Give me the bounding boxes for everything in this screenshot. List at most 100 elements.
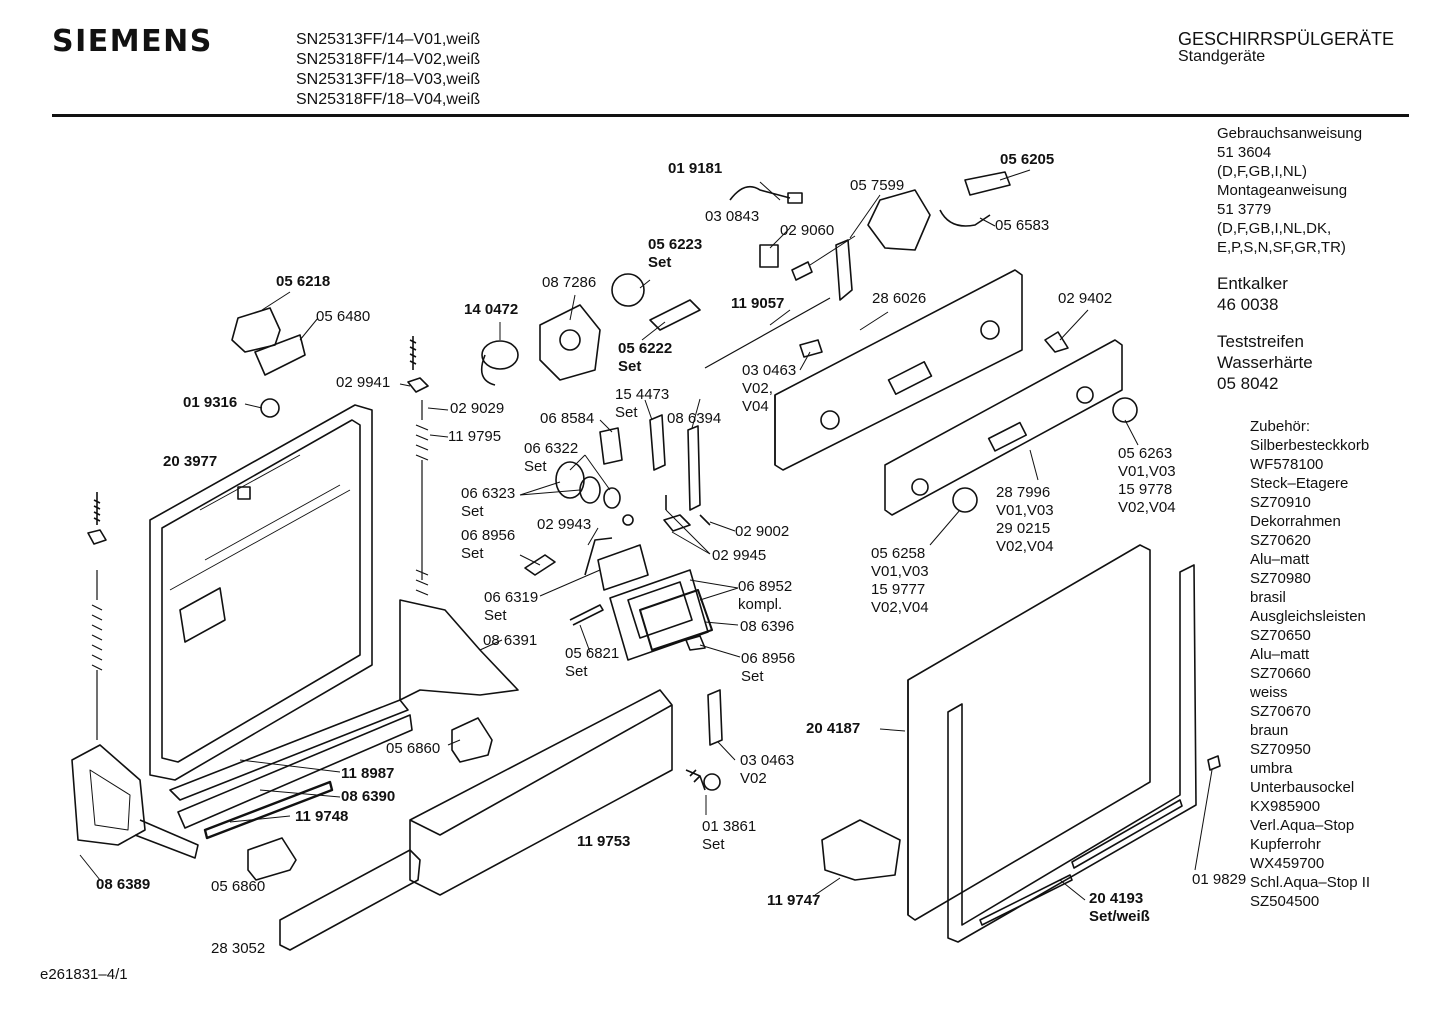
- accessory-line: Alu–matt: [1250, 646, 1310, 663]
- frame-strip-20-4193: [979, 874, 1073, 926]
- frame-20-4193: [947, 564, 1197, 943]
- part-number-label: 08 6391: [483, 632, 538, 649]
- clip-02-9402: [1044, 331, 1069, 353]
- part-number-label: 05 6205: [1000, 151, 1055, 168]
- accessory-line: SZ70910: [1250, 494, 1311, 511]
- part-06-8584: [599, 427, 623, 465]
- inner-door-frame: [149, 404, 373, 781]
- block-05-6860b: [247, 837, 297, 881]
- door-spring-11-9795: [415, 400, 429, 596]
- teststreifen-line: Wasserhärte: [1217, 353, 1313, 372]
- decor-panel-28-7996: [884, 339, 1123, 516]
- part-number-label: 05 7599: [850, 177, 905, 194]
- cable-01-9181: [729, 185, 791, 201]
- model-line: SN25318FF/18–V04,weiß: [296, 91, 481, 108]
- part-number-label: 11 9747: [767, 892, 821, 909]
- accessory-line: Schl.Aqua–Stop II: [1250, 874, 1371, 891]
- lever-05-7599: [835, 239, 853, 301]
- doc-line: 51 3604: [1217, 144, 1272, 161]
- pin-02-9060: [791, 261, 813, 281]
- key-06-8956: [524, 554, 556, 576]
- part-number-label: 08 6394: [667, 410, 722, 427]
- accessory-line: SZ70650: [1250, 627, 1311, 644]
- part-05-6583: [939, 209, 991, 227]
- brand-logo: SIEMENS: [52, 24, 213, 59]
- part-number-label: 20 4187: [806, 720, 861, 737]
- screw-01-3861: [685, 769, 706, 791]
- accessory-line: Dekorrahmen: [1250, 513, 1341, 530]
- knob-05-6258: [952, 487, 978, 513]
- doc-line: Gebrauchsanweisung: [1217, 125, 1363, 142]
- trim-11-9748: [203, 780, 334, 840]
- part-number-label: 02 9060: [780, 222, 835, 239]
- accessory-line: Zubehör:: [1250, 418, 1311, 435]
- doc-line: Montageanweisung: [1217, 182, 1348, 199]
- hinge-spring: [91, 570, 103, 740]
- accessory-line: SZ70620: [1250, 532, 1311, 549]
- part-number-label: 11 9795: [448, 428, 502, 445]
- model-list: SN25313FF/14–V01,weiß SN25318FF/14–V02,w…: [296, 30, 480, 110]
- part-number-label: 08 6390: [341, 788, 396, 805]
- doc-line: (D,F,GB,I,NL,DK,: [1217, 220, 1332, 237]
- part-number-label: 15 4473 Set: [615, 386, 670, 421]
- accessory-line: brasil: [1250, 589, 1286, 606]
- accessory-line: Unterbausockel: [1250, 779, 1355, 796]
- part-number-label: 03 0463 V02: [740, 752, 795, 787]
- accessory-line: SZ70950: [1250, 741, 1311, 758]
- accessory-line: KX985900: [1250, 798, 1321, 815]
- hinge-screw: [93, 492, 101, 525]
- inner-door-inner: [161, 419, 361, 763]
- diagram-code: e261831–4/1: [40, 966, 128, 983]
- trim-08-6390: [177, 714, 413, 829]
- part-number-label: 14 0472: [464, 301, 519, 318]
- accessory-line: Verl.Aqua–Stop: [1250, 817, 1355, 834]
- part-number-label: 28 7996 V01,V03 29 0215 V02,V04: [996, 484, 1054, 555]
- part-number-label: 06 8584: [540, 410, 595, 427]
- category-title: GESCHIRRSPÜLGERÄTE: [1178, 29, 1395, 49]
- part-number-label: 08 6396: [740, 618, 795, 635]
- part-number-label: 06 6319 Set: [484, 589, 539, 624]
- part-number-label: 06 8956 Set: [741, 650, 796, 685]
- part-number-label: 03 0843: [705, 208, 760, 225]
- plunger-03-0463: [799, 339, 823, 358]
- part-number-label: 05 6480: [316, 308, 371, 325]
- category-subtitle: Standgeräte: [1178, 48, 1266, 65]
- part-number-label: 01 9181: [668, 160, 723, 177]
- block-05-6860a: [451, 717, 493, 763]
- part-number-label: 06 8956 Set: [461, 527, 516, 562]
- accessory-line: umbra: [1250, 760, 1293, 777]
- knob-01-9316: [260, 398, 280, 418]
- accessory-line: SZ504500: [1250, 893, 1320, 910]
- doc-line: E,P,S,N,SF,GR,TR): [1217, 239, 1346, 256]
- outer-door-20-4187: [907, 544, 1151, 921]
- accessory-line: weiss: [1250, 684, 1288, 701]
- model-line: SN25313FF/14–V01,weiß: [296, 31, 481, 48]
- part-number-label: 08 7286: [542, 274, 597, 291]
- part-number-label: 02 9002: [735, 523, 790, 540]
- accessory-line: braun: [1250, 722, 1289, 739]
- part-number-label: 05 6258 V01,V03 15 9777 V02,V04: [871, 545, 929, 616]
- accessory-line: SZ70980: [1250, 570, 1311, 587]
- hinge-arm: [134, 819, 199, 859]
- part-number-label: 01 9829: [1192, 871, 1247, 888]
- base-strip-28-3052: [279, 849, 421, 951]
- category-heading: GESCHIRRSPÜLGERÄTE Standgeräte: [1178, 30, 1394, 66]
- part-number-label: 20 3977: [163, 453, 218, 470]
- accessory-line: Alu–matt: [1250, 551, 1310, 568]
- timer-08-7286: [539, 304, 601, 381]
- part-number-label: 02 9402: [1058, 290, 1113, 307]
- hinge-bracket: [71, 744, 146, 846]
- motor-14-0472: [481, 340, 519, 370]
- accessory-line: Silberbesteckkorb: [1250, 437, 1370, 454]
- bracket-11-9747: [821, 819, 901, 881]
- knob-05-6263: [1112, 397, 1138, 423]
- part-number-label: 06 6322 Set: [524, 440, 579, 475]
- part-number-label: 06 8952 kompl.: [738, 578, 793, 613]
- part-number-label: 11 8987: [341, 765, 395, 782]
- wire-02-9943: [584, 537, 613, 576]
- door-slot: [179, 587, 226, 643]
- part-number-label: 05 6860: [211, 878, 266, 895]
- doc-line: 51 3779: [1217, 201, 1272, 218]
- plunger-03-0463b: [707, 689, 723, 746]
- part-number-label: 02 9943: [537, 516, 592, 533]
